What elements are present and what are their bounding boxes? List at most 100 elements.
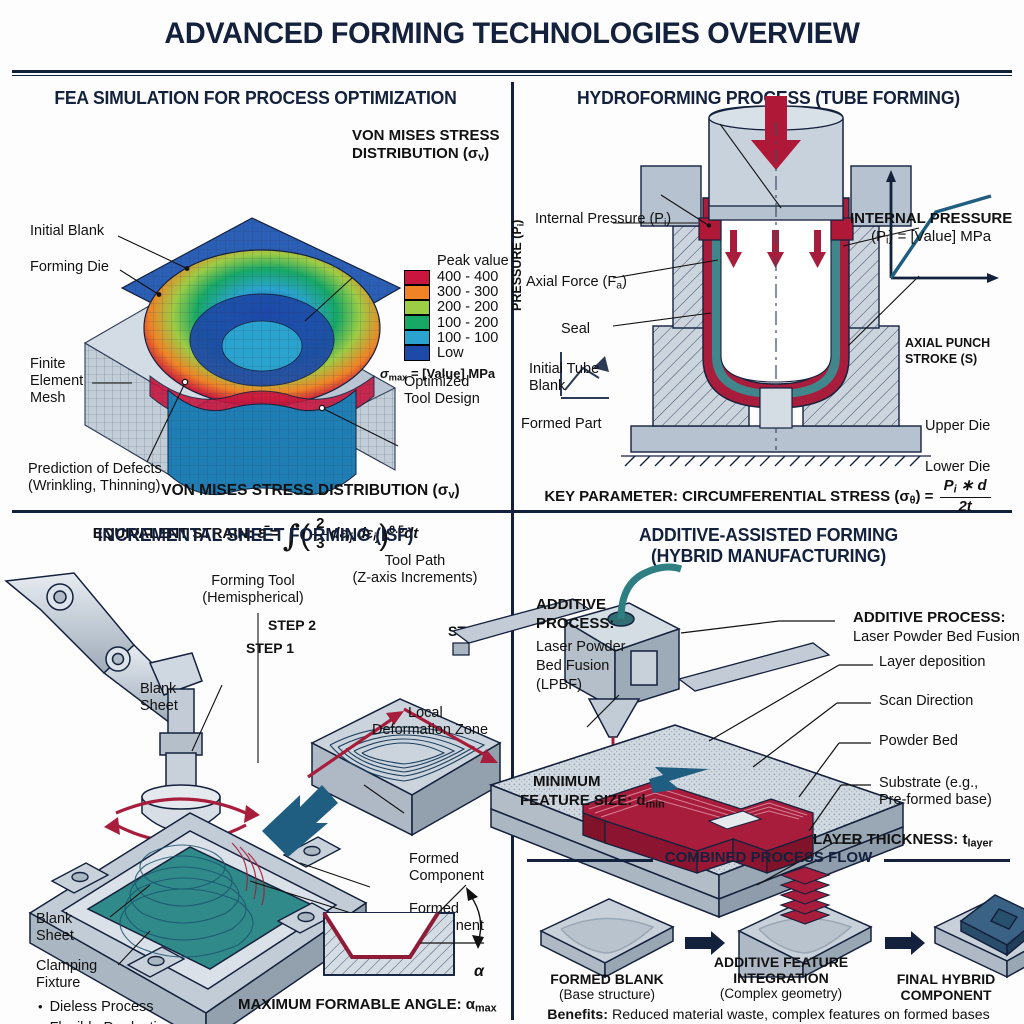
label-substrate-l1: Substrate (e.g.,: [879, 775, 979, 791]
panel-grid: FEA SIMULATION FOR PROCESS OPTIMIZATION: [0, 78, 1024, 1024]
forming-tool: [141, 752, 221, 832]
label-substrate-l2: Pre-formed base): [879, 792, 992, 808]
flow-arrow-1: [685, 931, 725, 955]
label-tool-path-l2: (Z-axis Increments): [352, 570, 478, 586]
bullet-item: Dieless Process: [38, 997, 173, 1018]
flow-shape-additive-feature: [737, 866, 873, 979]
flow-arrow-2: [885, 931, 925, 955]
label-blank-sheet-l2: Sheet: [36, 928, 74, 944]
label-powder-bed: Powder Bed: [879, 733, 958, 749]
flow-title: COMBINED PROCESS FLOW: [664, 849, 873, 866]
benefits-line: Benefits: Reduced material waste, comple…: [547, 1007, 990, 1023]
flow-rule-left: [527, 859, 653, 862]
legend-swatch: [404, 269, 430, 285]
lower-die: [652, 325, 900, 427]
fea-caption: VON MISES STRESS DISTRIBUTION (σv): [161, 482, 460, 501]
label-additive-left-l3: Laser Powder: [536, 639, 626, 655]
internal-pressure-callout-l1: INTERNAL PRESSURE: [850, 210, 1013, 227]
label-additive-left-l4: Bed Fusion: [536, 658, 610, 674]
label-seal: Seal: [561, 321, 591, 337]
label-formed-comp-a-l2: Component: [409, 868, 484, 884]
legend-swatch: [404, 284, 430, 300]
panel-additive: ADDITIVE-ASSISTED FORMING (HYBRID MANUFA…: [451, 513, 1024, 1024]
label-initial-tube-l1: Initial Tube: [529, 361, 600, 377]
scan-direction-arrow: [649, 767, 709, 793]
robot-arm: [4, 572, 203, 756]
tool-path-block: [310, 698, 502, 837]
label-forming-tool-l1: Forming Tool: [211, 573, 295, 589]
label-axial-force: Axial Force (Fa): [526, 274, 627, 292]
label-layer-thickness: LAYER THICKNESS: tlayer: [813, 831, 993, 850]
chart-x-axis-label-l2: STROKE (S): [905, 352, 978, 366]
horizontal-divider: [12, 510, 1012, 513]
label-layer-deposition: Layer deposition: [879, 654, 986, 670]
label-alpha: α: [474, 963, 484, 980]
label-lower-die: Lower Die: [925, 459, 991, 475]
panel-hydroforming: HYDROFORMING PROCESS (TUBE FORMING): [510, 78, 1024, 515]
vertical-divider: [511, 82, 514, 1020]
additive-illustration: [451, 563, 906, 919]
label-additive-left-l5: (LPBF): [536, 677, 582, 693]
label-forming-tool-l2: (Hemispherical): [202, 590, 304, 606]
printed-feature: [582, 780, 814, 874]
flow-rule-right: [884, 859, 1010, 862]
title-divider: [12, 70, 1012, 73]
isf-bullets: Dieless Process Flexible Production: [38, 997, 173, 1024]
pressure-stroke-chart: [886, 170, 999, 283]
von-mises-dome: [143, 249, 381, 496]
gantry-rails: [451, 598, 831, 692]
flow-label-2: ADDITIVE FEATURE INTEGRATION (Complex ge…: [713, 954, 849, 1002]
legend-row: 400 - 400: [404, 269, 509, 286]
hydro-leader-lines: [612, 123, 920, 347]
label-additive-process-right-l1: ADDITIVE PROCESS:: [853, 609, 1006, 626]
label-blank-sheet-top-l1: Blank: [140, 681, 177, 697]
flow-label-3: FINAL HYBRID COMPONENT: [896, 971, 996, 1004]
label-local-def-l2: Deformation Zone: [372, 722, 489, 738]
legend-title-line2: DISTRIBUTION (σv): [352, 145, 490, 164]
combined-process-flow: COMBINED PROCESS FLOW: [513, 849, 1024, 866]
label-optimized-l1: Optimized: [404, 374, 470, 390]
flow-shapes: [539, 866, 1024, 979]
panel-isf: INCREMENTAL SHEET FORMING (ISF): [0, 513, 511, 1024]
bullet-item: Flexible Production: [38, 1018, 173, 1024]
legend-swatch: [404, 330, 430, 346]
page-title: ADVANCED FORMING TECHNOLOGIES OVERVIEW: [164, 17, 860, 50]
label-clamping-l1: Clamping: [36, 958, 98, 974]
title-divider-thin: [12, 75, 1012, 76]
stress-legend: Peak value 400 - 400 300 - 300 200 - 200…: [404, 254, 509, 361]
legend-title-line1: VON MISES STRESS: [352, 127, 500, 144]
legend-label: 100 - 100: [437, 329, 499, 346]
label-forming-die: Forming Die: [30, 259, 109, 275]
panel-fea: FEA SIMULATION FOR PROCESS OPTIMIZATION: [0, 78, 511, 554]
label-additive-left-l1: ADDITIVE: [536, 596, 607, 613]
legend-row: Low: [404, 345, 509, 361]
legend-swatch: [404, 345, 430, 361]
legend-label: 400 - 400: [437, 269, 499, 286]
fea-illustration: [83, 217, 402, 496]
panel-fea-title: FEA SIMULATION FOR PROCESS OPTIMIZATION: [54, 87, 457, 108]
flow-label-1: FORMED BLANK (Base structure): [550, 971, 664, 1003]
legend-row: 100 - 100: [404, 329, 509, 346]
label-fe-mesh-l1: Finite: [30, 356, 66, 372]
label-initial-blank: Initial Blank: [30, 223, 105, 239]
label-defects-l2: (Wrinkling, Thinning): [28, 478, 161, 494]
fea-leader-lines: [92, 235, 399, 463]
additive-leader-lines: [586, 620, 873, 886]
label-fe-mesh-l2: Element: [30, 373, 84, 389]
legend-label: 100 - 200: [437, 314, 499, 331]
circumferential-stress-formula: KEY PARAMETER: CIRCUMFERENTIAL STRESS (σ…: [513, 477, 1024, 517]
label-min-feature-l1: MINIMUM: [533, 773, 601, 790]
label-initial-tube-l2: Blank: [529, 378, 566, 394]
label-defects-l1: Prediction of Defects: [28, 461, 162, 477]
label-upper-die: Upper Die: [925, 418, 991, 434]
label-scan-direction: Scan Direction: [879, 693, 974, 709]
label-internal-pressure: Internal Pressure (Pi): [535, 211, 672, 229]
label-additive-left-l2: PROCESS:: [536, 615, 615, 632]
label-blank-sheet-top-l2: Sheet: [140, 698, 178, 714]
label-max-formable-angle: MAXIMUM FORMABLE ANGLE: αmax: [238, 996, 497, 1015]
label-blank-sheet-l1: Blank: [36, 911, 73, 927]
internal-pressure-callout-l2: (Pi) = [Value] MPa: [871, 228, 992, 247]
legend-row: 200 - 200: [404, 299, 509, 315]
panel-isf-title: INCREMENTAL SHEET FORMING (ISF): [97, 524, 414, 545]
